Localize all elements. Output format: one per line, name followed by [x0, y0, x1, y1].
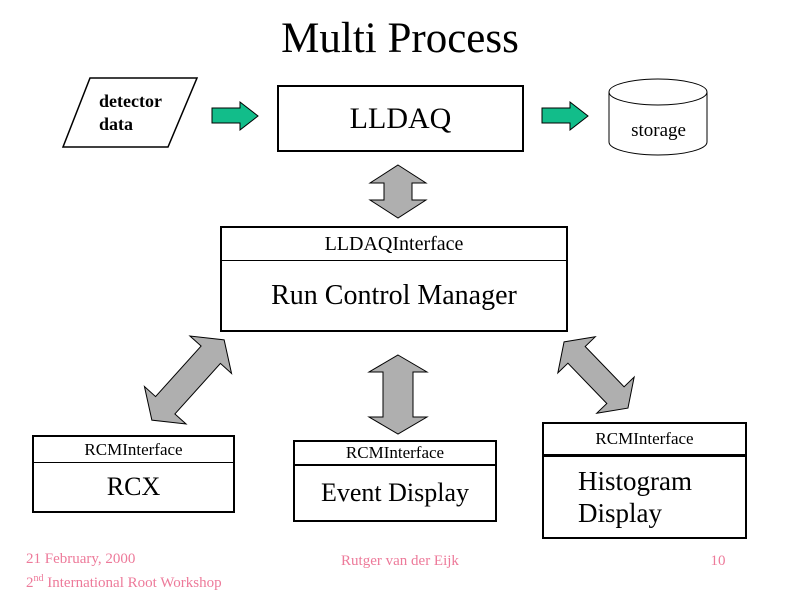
lldaq-label: LLDAQ — [349, 101, 452, 135]
rcx-box: RCMInterface RCX — [32, 435, 235, 513]
run-control-manager-label: Run Control Manager — [271, 279, 517, 311]
histogram-line: Histogram — [578, 466, 692, 496]
histogram-display-box-body: Histogram Display — [544, 457, 745, 537]
display-line: Display — [578, 498, 662, 528]
rcx-label: RCX — [106, 472, 161, 501]
rcx-box-header: RCMInterface — [34, 437, 233, 463]
storage-cylinder-top — [608, 78, 708, 106]
event-display-box: RCMInterface Event Display — [293, 440, 497, 522]
footer-date: 21 February, 2000 — [26, 551, 136, 567]
event-display-interface-label: RCMInterface — [345, 443, 445, 462]
double-arrow-rcm-rcx-icon — [143, 335, 233, 425]
event-display-box-header: RCMInterface — [295, 442, 495, 466]
rcm-box-body: Run Control Manager — [222, 261, 566, 330]
footer-workshop: 2nd International Root Workshop — [26, 569, 222, 593]
footer-workshop-number: 2 — [26, 575, 34, 591]
histogram-display-box: RCMInterface Histogram Display — [542, 422, 747, 539]
footer-workshop-ordinal: nd — [33, 573, 44, 584]
histogram-display-label: Histogram Display — [578, 465, 692, 529]
storage-cylinder-body — [608, 92, 708, 156]
arrow-detector-to-lldaq-icon — [211, 100, 259, 132]
double-arrow-rcm-event-display-icon — [367, 354, 429, 435]
double-arrow-rcm-histogram-icon — [557, 336, 635, 414]
footer-author: Rutger van der Eijk — [341, 553, 459, 569]
double-arrow-lldaq-rcm-icon — [368, 164, 428, 219]
lldaq-box: LLDAQ — [277, 85, 524, 152]
lldaq-interface-label: LLDAQInterface — [324, 232, 464, 255]
rcm-box-header: LLDAQInterface — [222, 228, 566, 261]
detector-data-parallelogram — [61, 77, 199, 148]
run-control-manager-box: LLDAQInterface Run Control Manager — [220, 226, 568, 332]
storage-label: storage — [631, 120, 686, 141]
footer-workshop-text: International Root Workshop — [47, 575, 222, 591]
event-display-label: Event Display — [320, 478, 470, 507]
rcx-interface-label: RCMInterface — [84, 439, 183, 459]
slide-title: Multi Process — [281, 15, 519, 62]
detector-data-label: detector data — [99, 90, 162, 136]
arrow-lldaq-to-storage-icon — [541, 100, 589, 132]
detector-data-line2: data — [99, 114, 134, 134]
footer-page-number: 10 — [710, 553, 726, 569]
histogram-display-box-header: RCMInterface — [544, 424, 745, 457]
histogram-interface-label: RCMInterface — [595, 429, 694, 448]
rcx-box-body: RCX — [34, 463, 233, 511]
detector-data-line1: detector — [99, 91, 162, 111]
footer-date-workshop: 21 February, 2000 2nd International Root… — [26, 550, 222, 593]
event-display-box-body: Event Display — [295, 466, 495, 520]
